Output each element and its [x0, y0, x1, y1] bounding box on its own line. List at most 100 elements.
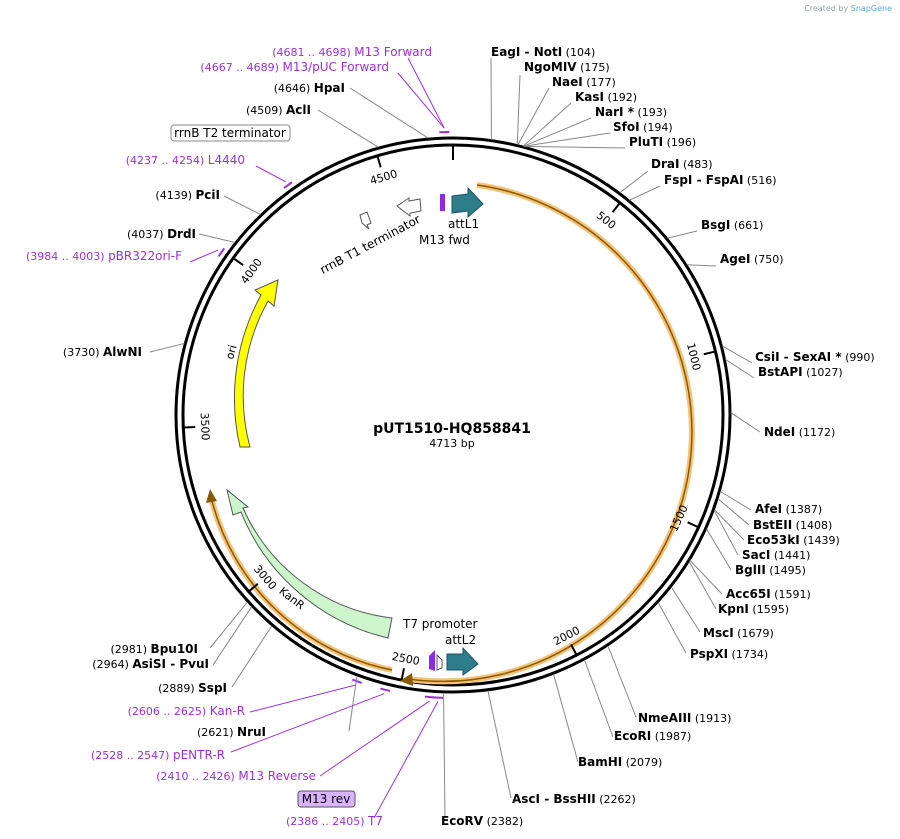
primer-marker — [283, 181, 293, 189]
enzyme-label: Acc65I (1591) — [726, 587, 811, 601]
credit-brand: SnapGene — [850, 4, 892, 13]
primer-leader — [373, 701, 439, 819]
primer-range: (4667 .. 4689) — [200, 61, 282, 74]
primer-leader — [230, 693, 385, 753]
m13-rev-box — [297, 790, 356, 808]
enzyme-position: (990) — [842, 351, 875, 364]
enzyme-position: (2964) — [92, 658, 132, 671]
enzyme-name: EcoRI — [614, 729, 651, 743]
primer-marker — [380, 687, 391, 692]
enzyme-name: BsgI — [701, 218, 730, 232]
enzyme-name: MscI — [703, 626, 734, 640]
primer-name: Kan-R — [210, 704, 245, 718]
enzyme-label: SacI (1441) — [742, 548, 810, 562]
plasmid-name: pUT1510-HQ858841 — [373, 421, 531, 437]
enzyme-name: EcoRV — [441, 814, 484, 828]
enzyme-name: KpnI — [718, 602, 749, 616]
enzyme-position: (4509) — [246, 104, 286, 117]
enzyme-label: (4509) AclI — [246, 103, 311, 117]
enzyme-label: SfoI (194) — [613, 120, 673, 134]
enzyme-leader — [619, 170, 649, 194]
scale-tick — [703, 350, 715, 356]
labels-layer: EagI - NotI (104)NgoMIV (175)NaeI (177)K… — [26, 45, 875, 828]
enzyme-label: (3730) AlwNI — [63, 345, 142, 359]
t7-promoter-label: T7 promoter — [402, 617, 478, 631]
enzyme-position: (516) — [743, 174, 776, 187]
enzyme-leader — [517, 87, 550, 145]
ori-feature — [233, 279, 279, 448]
enzyme-label: NarI * (193) — [595, 105, 667, 119]
scale-tick — [184, 425, 196, 429]
backbone-outer — [174, 136, 732, 694]
rrnb-t2-box — [170, 124, 291, 142]
enzyme-name: NruI — [237, 725, 266, 739]
enzyme-position: (175) — [577, 61, 610, 74]
enzyme-name: PluTI — [629, 135, 663, 149]
enzyme-name: AfeI — [755, 502, 782, 516]
enzyme-position: (1591) — [771, 588, 811, 601]
primer-label: (2528 .. 2547) pENTR-R — [91, 748, 225, 762]
enzyme-name-extra: - SexAI * — [780, 350, 843, 364]
enzyme-name: Bpu10I — [151, 642, 198, 656]
scale-tick-label: 4500 — [368, 167, 399, 187]
rrnb-t2-feature — [359, 211, 372, 230]
enzyme-leader — [212, 606, 253, 666]
enzyme-leader — [667, 230, 698, 239]
enzyme-label: AfeI (1387) — [755, 502, 822, 516]
enzyme-label: (4646) HpaI — [274, 81, 345, 95]
enzyme-leader — [524, 132, 611, 147]
enzyme-position: (4646) — [274, 82, 314, 95]
primer-name: pBR322ori-F — [108, 249, 182, 263]
enzyme-position: (2382) — [483, 815, 523, 828]
primer-range: (4681 .. 4698) — [272, 46, 354, 59]
attl1-label: attL1 — [448, 217, 479, 231]
enzyme-name-extra: - PvuI — [166, 657, 209, 671]
primer-leader — [255, 165, 286, 183]
enzyme-label: (2964) AsiSI - PvuI — [92, 657, 209, 671]
enzyme-position: (194) — [640, 121, 673, 134]
enzyme-name: NmeAIII — [638, 711, 691, 725]
primer-leader — [319, 700, 430, 777]
enzyme-position: (1734) — [728, 648, 768, 661]
primer-range: (2386 .. 2405) — [286, 815, 368, 828]
enzyme-label: (4037) DrdI — [127, 227, 196, 241]
enzyme-label: KasI (192) — [575, 90, 637, 104]
enzyme-label: BsgI (661) — [701, 218, 763, 232]
enzyme-leader — [524, 145, 626, 149]
enzyme-name: FspI — [664, 173, 692, 187]
primer-label: (2386 .. 2405) T7 — [286, 814, 383, 828]
kanr-feature — [226, 488, 393, 639]
primer-name: M13 Forward — [354, 45, 432, 59]
primer-range: (2606 .. 2625) — [128, 705, 210, 718]
enzyme-position: (1439) — [800, 534, 840, 547]
enzyme-name: Eco53kI — [747, 533, 800, 547]
enzyme-label: NdeI (1172) — [764, 425, 835, 439]
scale-tick-label: 3500 — [198, 412, 212, 441]
enzyme-position: (193) — [634, 106, 667, 119]
primer-name: L4440 — [208, 153, 245, 167]
enzyme-position: (1679) — [734, 627, 774, 640]
enzyme-position: (2621) — [197, 726, 237, 739]
orf-right — [400, 182, 695, 686]
enzyme-leader — [487, 690, 512, 799]
attl1-feature — [451, 186, 484, 219]
primer-range: (4237 .. 4254) — [126, 154, 208, 167]
enzyme-leader — [688, 561, 717, 610]
scale-tick-label: 1000 — [684, 342, 703, 372]
enzyme-leader — [523, 117, 592, 147]
m13-rev-feature — [429, 650, 435, 671]
enzyme-leader — [523, 102, 572, 147]
enzyme-label: NaeI (177) — [552, 75, 616, 89]
enzyme-position: (1387) — [782, 503, 822, 516]
primer-leader — [397, 72, 445, 129]
enzyme-position: (104) — [562, 46, 595, 59]
enzyme-position: (483) — [679, 158, 712, 171]
enzyme-leader — [209, 601, 248, 649]
enzyme-label: (4139) PciI — [155, 188, 220, 202]
enzyme-leader — [231, 625, 273, 688]
enzyme-leader — [717, 498, 750, 526]
enzyme-name: AgeI — [720, 252, 750, 266]
enzyme-name: NaeI — [552, 75, 583, 89]
rrnb-t1-feature — [396, 197, 422, 218]
